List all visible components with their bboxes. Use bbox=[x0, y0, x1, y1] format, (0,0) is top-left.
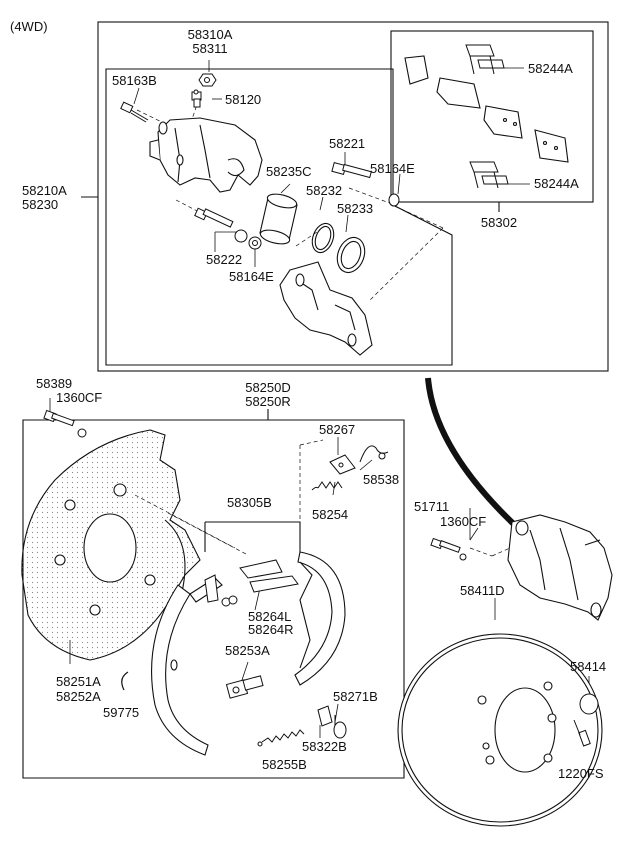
part-label-58250R[interactable]: 58250R bbox=[245, 394, 291, 409]
bleeder-58120 bbox=[191, 89, 202, 108]
bolt-58389 bbox=[43, 409, 87, 438]
pin-58271B bbox=[317, 705, 347, 739]
spring-58538 bbox=[359, 445, 389, 463]
part-label-58255B[interactable]: 58255B bbox=[262, 757, 307, 772]
adjuster-58253A bbox=[225, 675, 264, 699]
part-label-58271B[interactable]: 58271B bbox=[333, 689, 378, 704]
bolt-51711 bbox=[430, 537, 467, 561]
assembly-arrow bbox=[425, 377, 523, 533]
brake-shoe-right bbox=[294, 551, 346, 686]
guide-pin-58221 bbox=[331, 161, 372, 179]
part-label-1220FS[interactable]: 1220FS bbox=[558, 766, 604, 781]
part-label-58210A[interactable]: 58210A bbox=[22, 183, 67, 198]
seal-58232 bbox=[311, 222, 335, 254]
caliper-assembly-frame bbox=[81, 21, 609, 372]
part-label-58221[interactable]: 58221 bbox=[329, 136, 366, 151]
part-label-58120[interactable]: 58120 bbox=[225, 92, 262, 107]
part-label-1360CF-right[interactable]: 1360CF bbox=[440, 514, 487, 529]
part-label-58233[interactable]: 58233 bbox=[337, 201, 374, 216]
drum-brake-frame bbox=[22, 409, 405, 779]
guide-pin-58222 bbox=[194, 207, 248, 243]
carrier-bracket bbox=[279, 261, 373, 356]
brake-pads-58302 bbox=[404, 55, 569, 163]
spring-58254 bbox=[311, 481, 343, 491]
part-label-58254[interactable]: 58254 bbox=[312, 507, 349, 522]
caliper-assembled bbox=[507, 514, 613, 621]
part-label-58305B[interactable]: 58305B bbox=[227, 495, 272, 510]
part-label-58253A[interactable]: 58253A bbox=[225, 643, 270, 658]
pad-clips-58244A bbox=[465, 44, 509, 189]
part-label-58302[interactable]: 58302 bbox=[480, 215, 518, 230]
part-label-51711[interactable]: 51711 bbox=[414, 499, 450, 514]
part-label-59775[interactable]: 59775 bbox=[103, 705, 140, 720]
clip-59775 bbox=[121, 671, 129, 691]
part-label-58311[interactable]: 58311 bbox=[192, 41, 228, 56]
part-label-58222[interactable]: 58222 bbox=[206, 252, 243, 267]
part-label-58164E-upper[interactable]: 58164E bbox=[370, 161, 415, 176]
part-label-58250D[interactable]: 58250D bbox=[245, 380, 291, 395]
part-label-58310A[interactable]: 58310A bbox=[187, 27, 233, 42]
variant-label: (4WD) bbox=[10, 19, 48, 34]
part-label-58164E-lower[interactable]: 58164E bbox=[229, 269, 274, 284]
backing-plate-58251A bbox=[21, 429, 201, 661]
part-label-58244A-upper[interactable]: 58244A bbox=[528, 61, 573, 76]
boot-58164E bbox=[248, 193, 400, 250]
part-label-58267[interactable]: 58267 bbox=[319, 422, 356, 437]
parking-lever-58305B bbox=[204, 559, 299, 607]
part-label-58538[interactable]: 58538 bbox=[363, 472, 400, 487]
caliper-body-58210A bbox=[149, 117, 263, 193]
part-label-58411D[interactable]: 58411D bbox=[460, 583, 505, 598]
part-label-1360CF-left[interactable]: 1360CF bbox=[56, 390, 103, 405]
part-label-58264R[interactable]: 58264R bbox=[248, 622, 294, 637]
part-label-58322B[interactable]: 58322B bbox=[302, 739, 347, 754]
plug-58414 bbox=[579, 693, 599, 715]
part-label-58389[interactable]: 58389 bbox=[36, 376, 73, 391]
part-label-58230[interactable]: 58230 bbox=[22, 197, 59, 212]
part-label-58163B[interactable]: 58163B bbox=[112, 73, 157, 88]
spring-58255B bbox=[257, 729, 305, 747]
part-label-58244A-lower[interactable]: 58244A bbox=[534, 176, 579, 191]
part-label-58252A[interactable]: 58252A bbox=[56, 689, 101, 704]
bolt-1220FS bbox=[573, 719, 591, 747]
brake-disc-58411D bbox=[397, 633, 603, 827]
pad-kit-frame bbox=[390, 30, 594, 203]
piston-58235C bbox=[259, 193, 298, 245]
nut-58310A bbox=[198, 73, 217, 87]
part-label-58264L[interactable]: 58264L bbox=[248, 609, 292, 624]
part-label-58414[interactable]: 58414 bbox=[570, 659, 607, 674]
part-label-58235C[interactable]: 58235C bbox=[266, 164, 312, 179]
boot-58233 bbox=[336, 236, 366, 274]
plate-58267 bbox=[329, 454, 356, 475]
bolt-58163B bbox=[120, 101, 149, 123]
part-label-58251A[interactable]: 58251A bbox=[56, 674, 101, 689]
part-label-58232[interactable]: 58232 bbox=[306, 183, 343, 198]
